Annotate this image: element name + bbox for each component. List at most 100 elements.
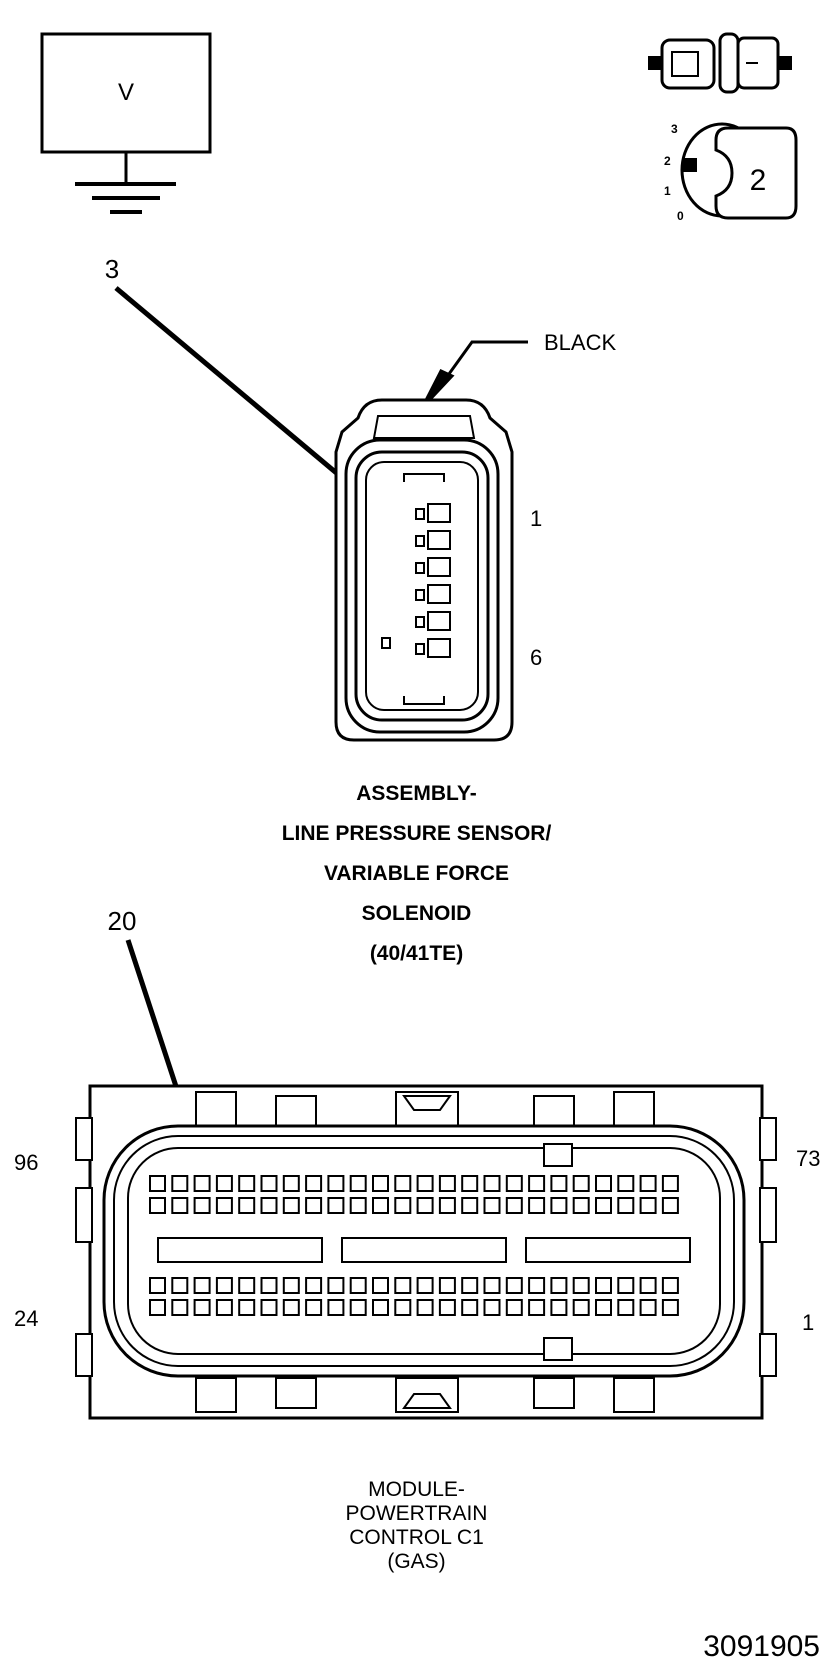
connector-name-line-2: LINE PRESSURE SENSOR/ <box>281 822 552 845</box>
pcm-pin-cavity <box>215 1277 233 1294</box>
ignition-pos-0: 0 <box>677 209 684 223</box>
callout-20-label: 20 <box>108 906 137 936</box>
figure-id: 3091905 <box>703 1630 820 1663</box>
pcm-pin-cavity <box>149 1175 166 1192</box>
pcm-pin-cavity <box>572 1299 590 1316</box>
pcm-pin-cavity <box>572 1277 590 1294</box>
pcm-pin-cavity <box>528 1299 546 1316</box>
pcm-pin-cavity <box>171 1277 189 1294</box>
voltmeter-symbol: V <box>118 79 134 106</box>
pcm-pin-cavity <box>639 1197 657 1214</box>
pcm-name-line-2: POWERTRAIN <box>345 1502 488 1525</box>
pcm-pin-cavity <box>550 1277 568 1294</box>
pcm-pin-cavity <box>349 1299 367 1316</box>
pcm-pin-cavity <box>461 1197 479 1214</box>
pcm-pin-cavity <box>193 1197 211 1214</box>
pcm-pin-cavity <box>171 1175 189 1192</box>
pin-terminal <box>427 638 451 658</box>
ignition-pos-3: 3 <box>671 122 678 136</box>
pcm-pin-cavity <box>505 1299 523 1316</box>
connector-name-line-1: ASSEMBLY- <box>356 782 477 805</box>
pcm-pin-cavity <box>327 1197 345 1214</box>
pcm-pin-cavity <box>215 1175 233 1192</box>
pcm-pin-cavity <box>461 1175 479 1192</box>
pcm-pin-cavity <box>528 1197 546 1214</box>
pcm-pin-cavity <box>595 1299 612 1316</box>
pcm-pin-cavity <box>416 1175 434 1192</box>
connector-disconnected-icon <box>648 32 792 94</box>
pcm-pin-cavity <box>505 1197 523 1214</box>
pcm-pin-cavity <box>394 1299 412 1316</box>
pin-terminal <box>427 557 451 577</box>
pcm-pin-cavity <box>505 1277 523 1294</box>
pcm-pin-cavity <box>238 1299 256 1316</box>
pcm-pin-cavity <box>438 1277 456 1294</box>
pcm-pin-cavity <box>260 1175 278 1192</box>
pcm-pin-cavity <box>483 1277 501 1294</box>
pcm-pin-cavity <box>193 1175 211 1192</box>
pcm-pin-cavity <box>282 1175 300 1192</box>
pcm-pin-cavity <box>528 1277 546 1294</box>
pin-cavity <box>415 589 425 601</box>
pin-cavity <box>415 535 425 547</box>
pcm-pin-cavity <box>327 1277 345 1294</box>
ignition-pos-2: 2 <box>664 154 671 168</box>
color-leader <box>420 340 528 410</box>
solenoid-connector <box>334 398 514 742</box>
pcm-pin-cavity <box>550 1175 568 1192</box>
ignition-key-position: 2 <box>750 164 767 197</box>
pin-terminal <box>427 584 451 604</box>
pcm-pin-cavity <box>661 1197 679 1214</box>
pcm-pin-cavity <box>550 1197 568 1214</box>
pcm-connector-pins <box>149 1175 679 1316</box>
pcm-pin-cavity <box>617 1299 635 1316</box>
pcm-pin-cavity <box>149 1197 166 1214</box>
pin-terminal <box>427 611 451 631</box>
pin-last-label: 6 <box>530 645 543 670</box>
pcm-pin-cavity <box>305 1299 323 1316</box>
pcm-pin-cavity <box>639 1299 657 1316</box>
pcm-pin-cavity <box>238 1277 256 1294</box>
pcm-pin-cavity <box>595 1277 612 1294</box>
connector-name-line-3: VARIABLE FORCE <box>323 862 510 885</box>
pcm-pin-cavity <box>416 1197 434 1214</box>
pin-cavity <box>415 616 425 628</box>
pcm-pin-cavity <box>282 1277 300 1294</box>
color-label: BLACK <box>544 330 617 355</box>
callout-3-label: 3 <box>105 254 119 284</box>
pcm-pin-cavity <box>483 1175 501 1192</box>
pin-terminal <box>427 530 451 550</box>
pin-terminal <box>427 503 451 523</box>
pcm-pin-cavity <box>327 1299 345 1316</box>
connector-name-line-4: SOLENOID <box>361 902 472 925</box>
pcm-pin-cavity <box>595 1197 612 1214</box>
pcm-pin-1-label: 1 <box>802 1310 815 1335</box>
pcm-pin-cavity <box>305 1175 323 1192</box>
pcm-pin-cavity <box>617 1175 635 1192</box>
pcm-pin-cavity <box>305 1277 323 1294</box>
pcm-pin-cavity <box>238 1197 256 1214</box>
pcm-pin-cavity <box>438 1175 456 1192</box>
pcm-pin-cavity <box>483 1197 501 1214</box>
pcm-pin-cavity <box>372 1277 389 1294</box>
pcm-pin-cavity <box>372 1175 389 1192</box>
pcm-pin-cavity <box>461 1299 479 1316</box>
pcm-connector <box>75 1084 777 1420</box>
pcm-pin-cavity <box>550 1299 568 1316</box>
pcm-pin-cavity <box>193 1277 211 1294</box>
solenoid-connector-pins <box>415 503 451 658</box>
pcm-pin-cavity <box>171 1299 189 1316</box>
pcm-pin-cavity <box>639 1175 657 1192</box>
pcm-pin-cavity <box>572 1175 590 1192</box>
pcm-pin-96-label: 96 <box>14 1150 39 1175</box>
pcm-pin-cavity <box>394 1277 412 1294</box>
pcm-pin-cavity <box>661 1277 679 1294</box>
pcm-pin-cavity <box>595 1175 612 1192</box>
pin-cavity <box>415 562 425 574</box>
pcm-pin-cavity <box>349 1175 367 1192</box>
voltmeter-icon: V <box>40 32 212 214</box>
pcm-pin-cavity <box>282 1197 300 1214</box>
ignition-key-icon: 3 2 1 0 2 <box>664 122 798 223</box>
pcm-pin-cavity <box>639 1277 657 1294</box>
